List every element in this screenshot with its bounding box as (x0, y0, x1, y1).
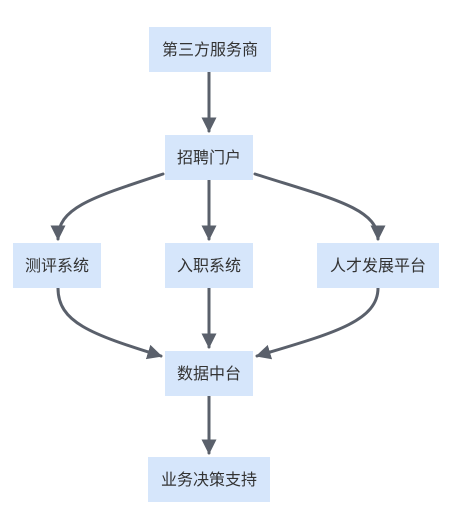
node-datahub-box (165, 351, 253, 396)
node-decision-label: 业务决策支持 (161, 470, 257, 489)
node-decision-box (148, 457, 270, 502)
node-talent-box (317, 243, 439, 288)
edge-assessment-to-datahub (56, 286, 163, 360)
node-talent-label: 人才发展平台 (330, 256, 426, 275)
node-assessment-box (13, 243, 101, 288)
node-provider-label: 第三方服务商 (162, 40, 258, 59)
node-decision: 业务决策支持 (148, 457, 270, 502)
node-portal-label: 招聘门户 (177, 148, 241, 167)
node-portal-box (165, 135, 253, 180)
node-datahub-label: 数据中台 (177, 364, 241, 383)
edge-portal-to-assessment (50, 172, 165, 241)
node-assessment-label: 测评系统 (25, 256, 89, 275)
edges-layer (50, 70, 386, 455)
node-datahub: 数据中台 (165, 351, 253, 396)
edge-portal-to-talent (253, 172, 386, 241)
node-onboarding-box (165, 243, 253, 288)
node-talent: 人才发展平台 (317, 243, 439, 288)
node-provider: 第三方服务商 (149, 27, 271, 72)
node-assessment: 测评系统 (13, 243, 101, 288)
node-provider-box (149, 27, 271, 72)
node-onboarding: 入职系统 (165, 243, 253, 288)
edge-talent-to-datahub (255, 286, 380, 360)
node-portal: 招聘门户 (165, 135, 253, 180)
node-onboarding-label: 入职系统 (177, 256, 241, 275)
